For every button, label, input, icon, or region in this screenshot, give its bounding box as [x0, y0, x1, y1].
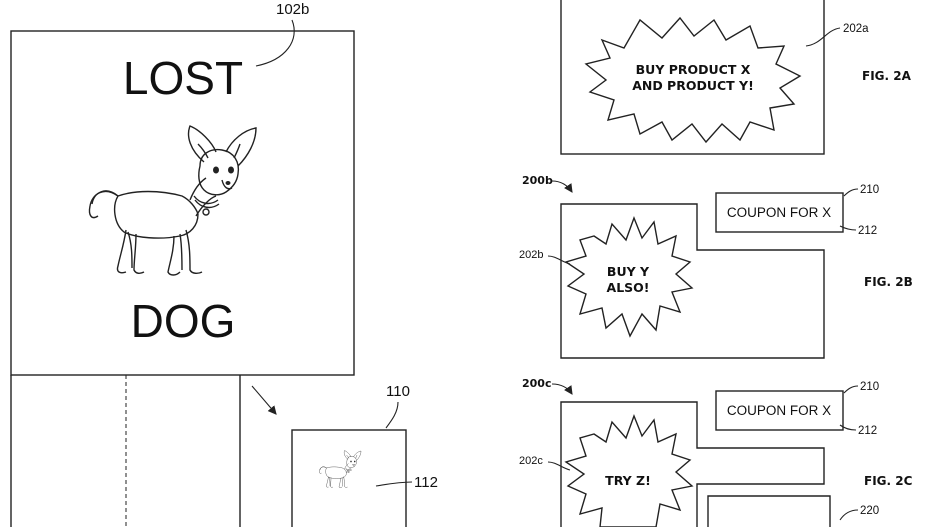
figure-2a: BUY PRODUCT X AND PRODUCT Y! 202a FIG. 2…: [560, 0, 912, 155]
ref-200c: 200c: [522, 377, 551, 390]
small-card-110: [291, 429, 407, 527]
ref-212-2c: 212: [858, 425, 877, 437]
arrow-to-110: [251, 385, 277, 415]
leader-line-210-2c: [843, 385, 859, 394]
fig2c-label: FIG. 2C: [864, 474, 913, 488]
ref-200b: 200b: [522, 174, 553, 187]
starburst-icon: [564, 216, 694, 338]
ref-110: 110: [386, 383, 410, 400]
fig2b-burst-line1: BUY Y: [607, 264, 650, 279]
fig2b-burst-line2: ALSO!: [607, 280, 650, 295]
arrow-200b: [551, 180, 573, 193]
figure-2b: COUPON FOR X BUY Y ALSO! 200b 202b 210 2…: [519, 174, 913, 359]
ref-212-2b: 212: [858, 225, 877, 237]
ref-202c: 202c: [519, 455, 543, 467]
fig2a-burst-line2: AND PRODUCT Y!: [632, 78, 754, 93]
ref-202b: 202b: [519, 249, 543, 261]
small-chihuahua-dog-icon: [319, 450, 362, 488]
fig2c-coupon-text: COUPON FOR X: [727, 403, 831, 418]
leader-line-202c: [547, 461, 571, 471]
leader-line-202a: [805, 27, 841, 47]
fig2c-burst-text: TRY Z!: [605, 473, 651, 488]
fig2a-label: FIG. 2A: [862, 69, 912, 83]
fig2b-coupon-text: COUPON FOR X: [727, 205, 831, 220]
fig2c-lower-box: [707, 495, 831, 527]
figure-2c: COUPON FOR X TRY Z! 200c 202c 210 212 FI…: [519, 377, 913, 527]
fig2a-panel: [560, 0, 825, 155]
ref-210-2c: 210: [860, 381, 879, 393]
ref-202a: 202a: [843, 23, 869, 35]
fig2c-coupon: [715, 390, 844, 431]
fig2b-panel: [560, 203, 825, 359]
ref-102b: 102b: [276, 1, 309, 18]
starburst-icon: [584, 16, 802, 144]
poster-word-dog: DOG: [131, 295, 236, 347]
fig2c-panel: [560, 401, 825, 527]
fig2b-coupon: [715, 192, 844, 233]
fig2b-label: FIG. 2B: [864, 275, 913, 289]
leader-line-210-2b: [843, 188, 859, 197]
leader-line-112: [375, 481, 413, 487]
starburst-icon: [564, 414, 694, 527]
poster-word-lost: LOST: [123, 52, 243, 104]
ref-210-2b: 210: [860, 184, 879, 196]
leader-line-212-2c: [839, 424, 857, 431]
lost-dog-poster: LOST DOG 102b 110 112: [10, 1, 438, 527]
leader-line-220: [839, 509, 859, 521]
leader-line-212-2b: [839, 225, 857, 231]
leader-line-202b: [547, 255, 571, 265]
arrow-200c: [551, 383, 573, 395]
ref-112: 112: [414, 474, 438, 491]
ref-220: 220: [860, 505, 879, 517]
chihuahua-dog-icon: [88, 125, 257, 276]
leader-line-102b: [255, 19, 295, 67]
fig2a-burst-line1: BUY PRODUCT X: [636, 62, 751, 77]
leader-line-110: [385, 401, 399, 429]
